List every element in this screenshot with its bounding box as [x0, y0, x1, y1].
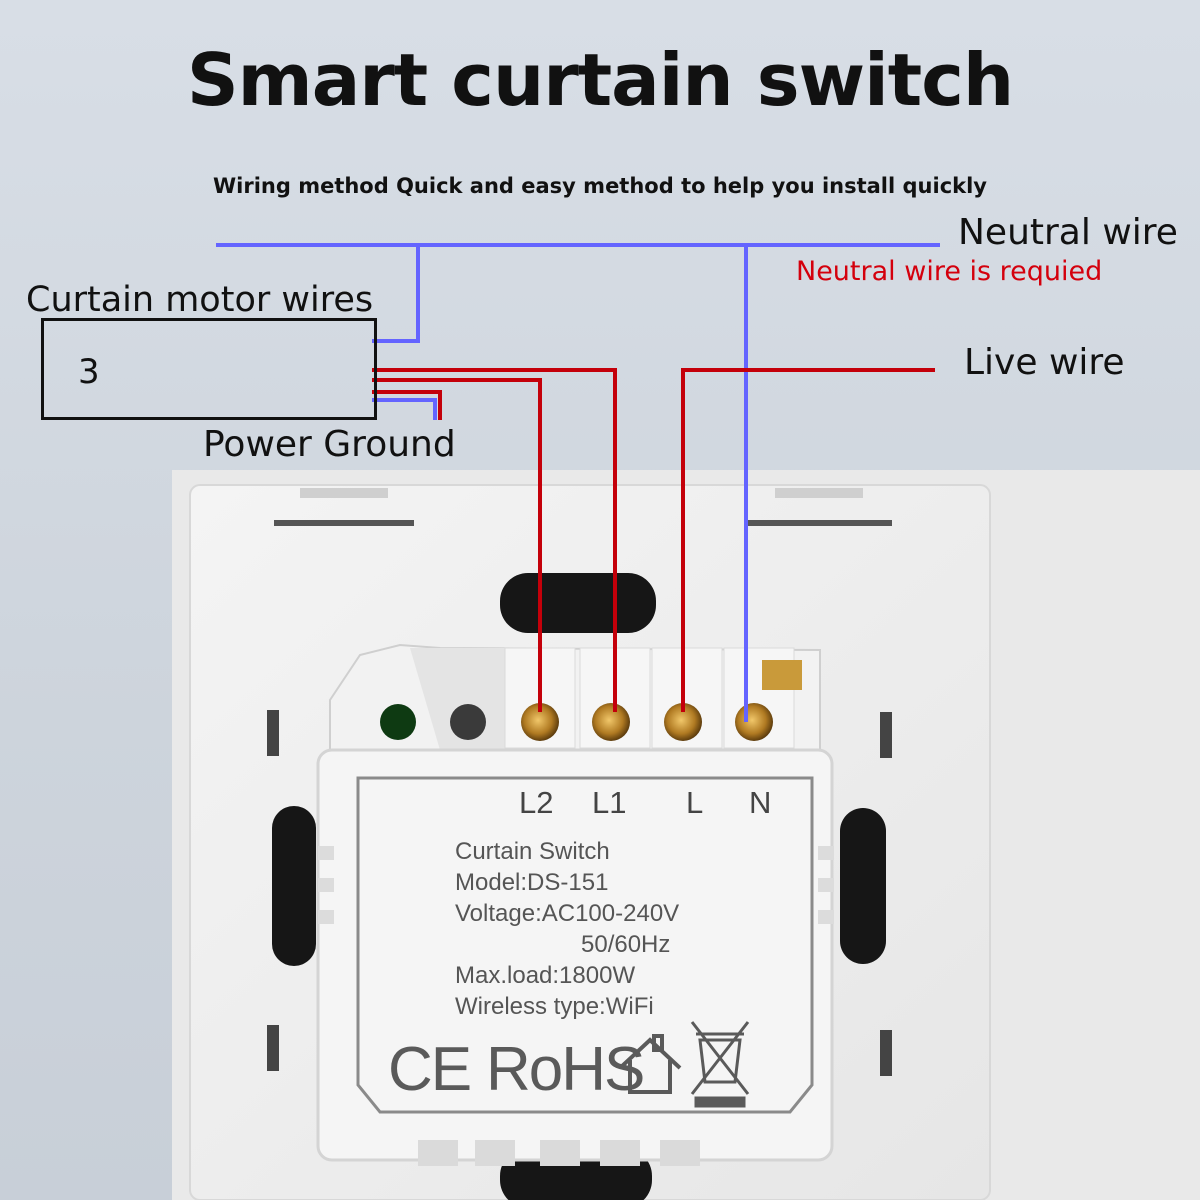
- motor-to-l2-wire: [372, 378, 542, 712]
- motor-wires-label: Curtain motor wires: [26, 280, 374, 320]
- motor-box-number: 3: [78, 352, 100, 392]
- neutral-required-note: Neutral wire is requied: [796, 256, 1103, 287]
- weee-bin-icon: [690, 1021, 750, 1108]
- spec-line: Model:DS-151: [455, 869, 609, 896]
- page-title: Smart curtain switch: [186, 38, 1014, 122]
- spec-line: 50/60Hz: [581, 931, 671, 958]
- ce-mark: CE: [388, 1035, 472, 1104]
- terminal-label-l1: L1: [592, 785, 627, 820]
- motor-box: [41, 318, 377, 420]
- spec-line: Curtain Switch: [455, 838, 610, 865]
- neutral-to-motor-wire: [372, 245, 420, 343]
- mount-hole-top: [500, 573, 656, 633]
- house-icon: [618, 1034, 682, 1094]
- motor-blue-wire: [372, 398, 437, 420]
- mount-hole-right: [840, 808, 886, 964]
- motor-to-l1-wire: [372, 368, 617, 712]
- terminal-label-l2: L2: [519, 785, 554, 820]
- terminal-screw-l: [664, 703, 702, 741]
- terminal-screw-n: [735, 703, 773, 741]
- label-border: [356, 776, 814, 1114]
- terminal-screw-l2: [521, 703, 559, 741]
- live-wires: [372, 368, 935, 712]
- rohs-mark: RoHS: [486, 1035, 645, 1104]
- live-wire-label: Live wire: [964, 342, 1125, 383]
- terminal-unused-1: [380, 704, 416, 740]
- mount-hole-left: [272, 806, 316, 966]
- spec-line: Max.load:1800W: [455, 962, 636, 989]
- terminal-label-n: N: [749, 785, 772, 820]
- spec-line: Wireless type:WiFi: [455, 993, 654, 1020]
- neutral-wire-label: Neutral wire: [958, 212, 1178, 253]
- terminal-unused-2: [450, 704, 486, 740]
- live-to-l-wire: [681, 368, 935, 712]
- motor-red-wire: [372, 390, 442, 420]
- terminal-label-l: L: [686, 785, 704, 820]
- spec-line: Voltage:AC100-240V: [455, 900, 680, 927]
- power-ground-label: Power Ground: [203, 424, 456, 465]
- neutral-wires: [216, 243, 940, 722]
- page-subtitle: Wiring method Quick and easy method to h…: [212, 174, 988, 198]
- terminal-screw-l1: [592, 703, 630, 741]
